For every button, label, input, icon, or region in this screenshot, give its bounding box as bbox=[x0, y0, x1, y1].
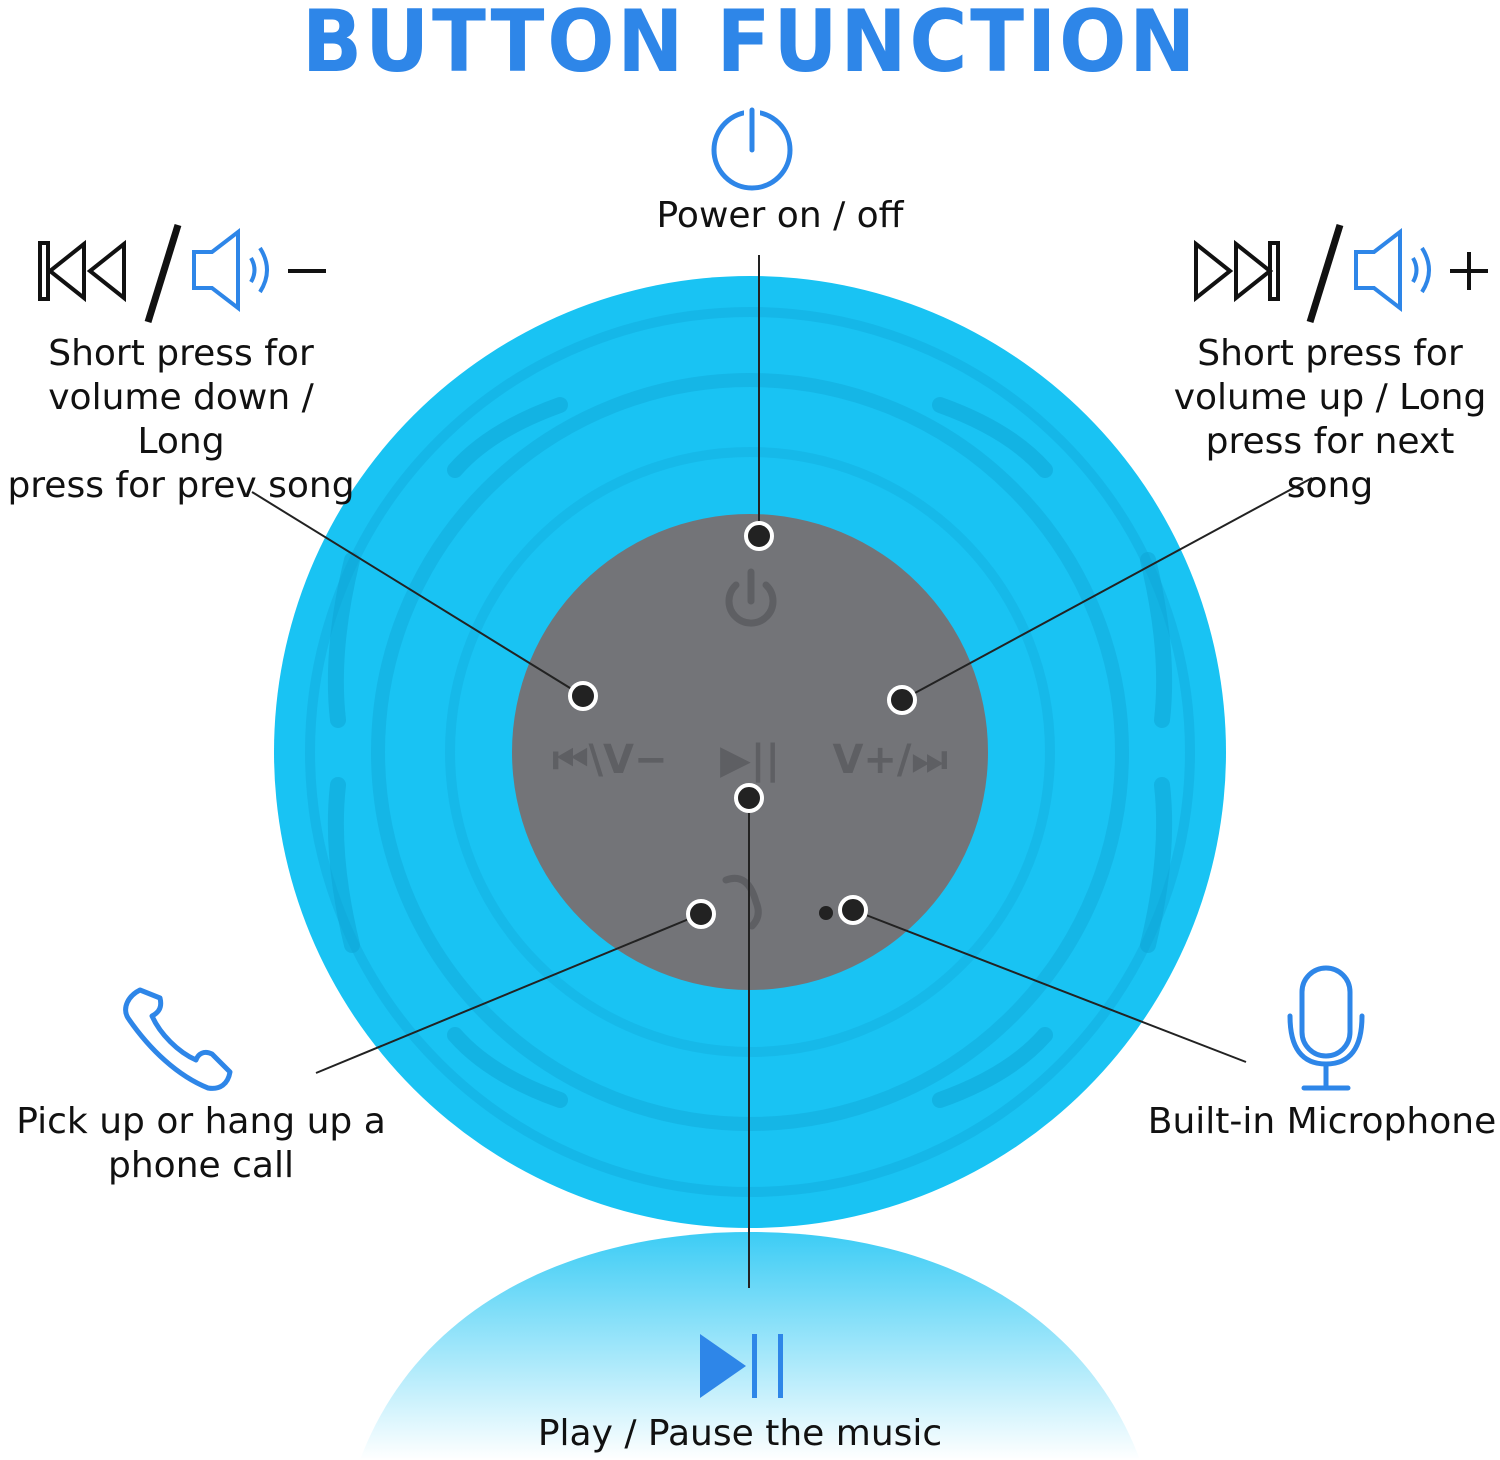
power-icon bbox=[711, 96, 793, 191]
volume-up-label-line: Short press for bbox=[1197, 333, 1463, 374]
panel-next-label: V+/⏭ bbox=[832, 737, 947, 783]
call-label-line: Pick up or hang up a bbox=[16, 1101, 386, 1142]
panel-power-icon bbox=[725, 568, 777, 627]
play-pause-label: Play / Pause the music bbox=[537, 1413, 943, 1454]
control-panel: ⏮\V− ▶|| V+/⏭ bbox=[512, 514, 988, 990]
next-slash bbox=[1306, 223, 1344, 324]
next-button-marker[interactable] bbox=[887, 685, 917, 715]
mic-hole bbox=[819, 906, 833, 920]
volume-down-label-line: volume down / Long bbox=[48, 377, 314, 462]
volume-down-label-line: press for prev song bbox=[7, 465, 355, 506]
phone-icon bbox=[123, 987, 233, 1091]
volume-down-icon bbox=[192, 227, 269, 313]
page-title: BUTTON FUNCTION bbox=[301, 0, 1199, 92]
power-label: Power on / off bbox=[656, 195, 904, 236]
play-pause-icon bbox=[700, 1334, 783, 1398]
panel-play-label: ▶|| bbox=[720, 737, 780, 784]
call-button-marker[interactable] bbox=[686, 899, 716, 929]
volume-up-label-line: volume up / Long bbox=[1173, 377, 1487, 418]
prev-button-marker[interactable] bbox=[568, 681, 598, 711]
panel-phone-icon bbox=[722, 874, 762, 930]
speaker-reflection bbox=[360, 1232, 1140, 1460]
microphone-icon bbox=[1287, 965, 1365, 1091]
volume-down-label: Short press for volume down / Long press… bbox=[0, 332, 362, 508]
plus-sign bbox=[1450, 252, 1488, 290]
microphone-label: Built-in Microphone bbox=[1147, 1101, 1497, 1142]
play-button-marker[interactable] bbox=[734, 783, 764, 813]
call-label: Pick up or hang up a phone call bbox=[10, 1100, 392, 1188]
volume-up-label: Short press for volume up / Long press f… bbox=[1160, 332, 1500, 508]
panel-prev-label: ⏮\V− bbox=[552, 737, 667, 783]
next-track-icon bbox=[1194, 239, 1280, 303]
volume-up-label-line: press for next song bbox=[1205, 421, 1455, 506]
volume-down-label-line: Short press for bbox=[48, 333, 314, 374]
prev-slash bbox=[144, 223, 182, 324]
call-label-line: phone call bbox=[108, 1145, 294, 1186]
power-button-marker[interactable] bbox=[744, 521, 774, 551]
mic-marker bbox=[838, 895, 868, 925]
leader-lines bbox=[251, 255, 1313, 1288]
prev-track-icon bbox=[38, 239, 126, 303]
volume-up-icon bbox=[1354, 227, 1431, 313]
